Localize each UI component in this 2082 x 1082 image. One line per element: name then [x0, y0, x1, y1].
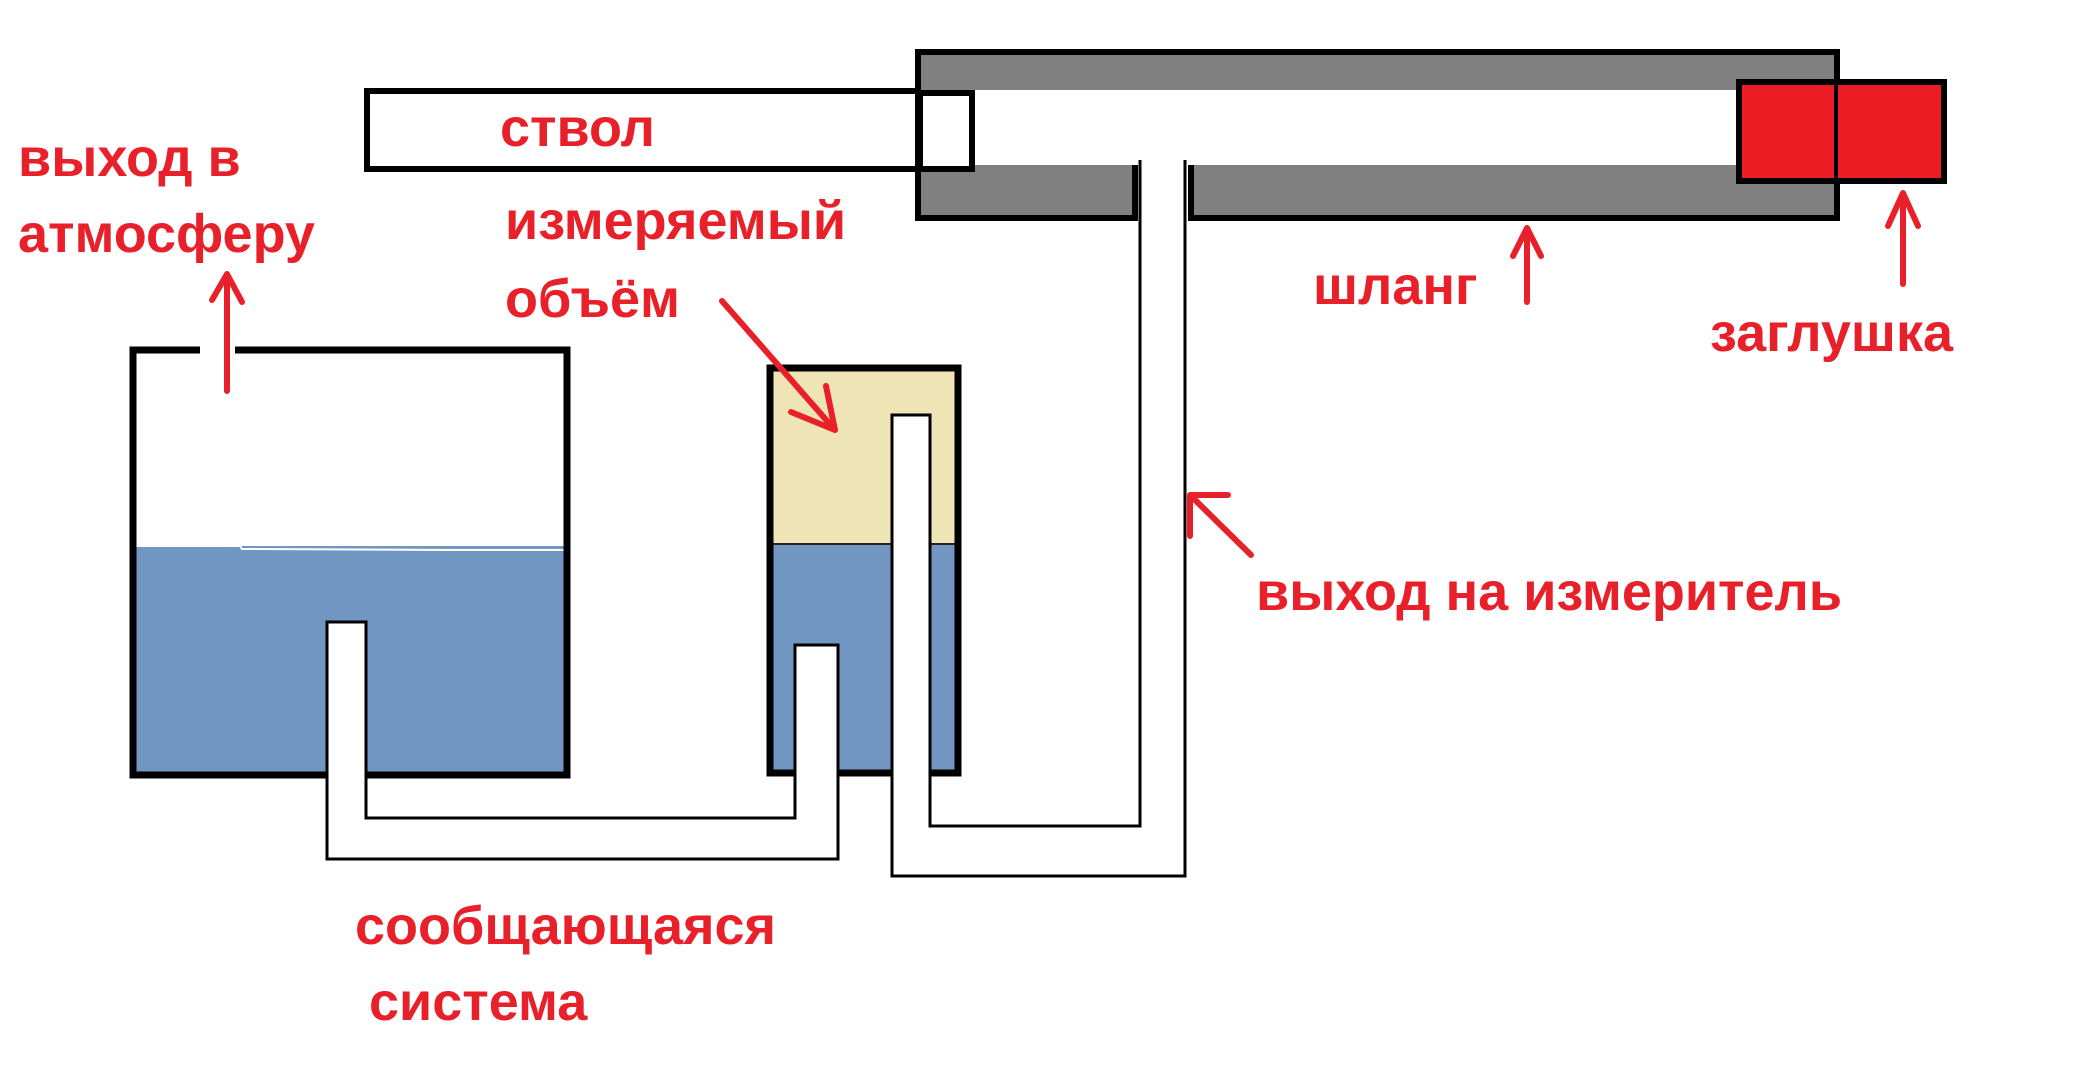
hose [915, 49, 1840, 222]
barrel-label: ствол [500, 98, 655, 158]
plug-label: заглушка [1710, 303, 1953, 363]
plug-arrow [1885, 190, 1921, 287]
measured-volume-label-line1: измеряемый [505, 191, 847, 251]
measured-volume-arrow [719, 298, 838, 433]
arrows [209, 190, 1921, 558]
barrel-insert [917, 90, 975, 172]
barrel-tube [364, 88, 975, 172]
atmosphere-label-line2: атмосферу [18, 204, 315, 264]
plug-body [1736, 79, 1947, 184]
hose-tee-opening [1140, 160, 1185, 222]
hose-arrow [1510, 225, 1544, 305]
hose-label: шланг [1313, 256, 1478, 316]
atmosphere-arrow [209, 271, 245, 394]
measured-volume-tank-walls [766, 364, 962, 777]
measured-volume-label-line2: объём [505, 269, 680, 329]
communicating-pipe [325, 620, 840, 861]
meter-outlet-arrow [1187, 492, 1254, 558]
plug [1736, 79, 1947, 184]
communicating-system-label-line2: система [369, 972, 588, 1032]
meter-outlet-label: выход на измеритель [1256, 562, 1843, 622]
communicating-system-label-line1: сообщающаяся [355, 896, 777, 956]
hose-bore [964, 90, 1838, 165]
left-tank-waterline [133, 545, 566, 551]
atmosphere-label-line1: выход в [18, 128, 241, 188]
